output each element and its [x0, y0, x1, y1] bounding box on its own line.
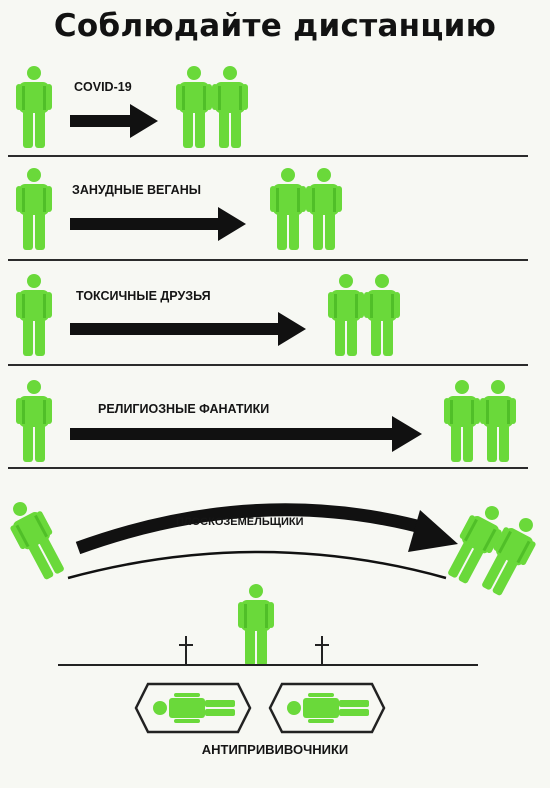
person-icon — [16, 274, 52, 356]
coffin-icon — [268, 682, 386, 734]
coffin-icon — [134, 682, 252, 734]
person-icon — [306, 168, 342, 250]
bottom-label-antivaxxers: АНТИПРИВИВОЧНИКИ — [201, 742, 349, 757]
person-icon — [16, 66, 52, 148]
row-divider — [8, 364, 528, 366]
row-label-covid: COVID-19 — [74, 80, 132, 94]
page-title: Соблюдайте дистанцию — [53, 8, 497, 44]
person-icon — [176, 66, 212, 148]
arrow-right-icon — [70, 312, 306, 346]
ground-line — [58, 664, 478, 666]
curved-arrow-icon — [60, 486, 480, 586]
person-icon — [444, 380, 480, 462]
person-icon — [238, 584, 274, 666]
row-divider — [8, 467, 528, 469]
arrow-right-icon — [70, 104, 158, 138]
person-icon — [16, 168, 52, 250]
arrow-right-icon — [70, 416, 422, 452]
row-label-toxic-friends: ТОКСИЧНЫЕ ДРУЗЬЯ — [76, 289, 211, 303]
row-label-flat-earthers: ПЛОСКОЗЕМЕЛЬЩИКИ — [176, 516, 304, 528]
row-divider — [8, 259, 528, 261]
cross-icon — [314, 636, 330, 666]
person-icon — [16, 380, 52, 462]
person-icon — [480, 380, 516, 462]
row-divider — [8, 155, 528, 157]
row-label-religious-fanatics: РЕЛИГИОЗНЫЕ ФАНАТИКИ — [98, 402, 270, 416]
person-icon — [328, 274, 364, 356]
person-icon — [270, 168, 306, 250]
arrow-right-icon — [70, 207, 246, 241]
row-label-vegans: ЗАНУДНЫЕ ВЕГАНЫ — [72, 183, 201, 197]
person-icon — [364, 274, 400, 356]
cross-icon — [178, 636, 194, 666]
person-icon — [212, 66, 248, 148]
